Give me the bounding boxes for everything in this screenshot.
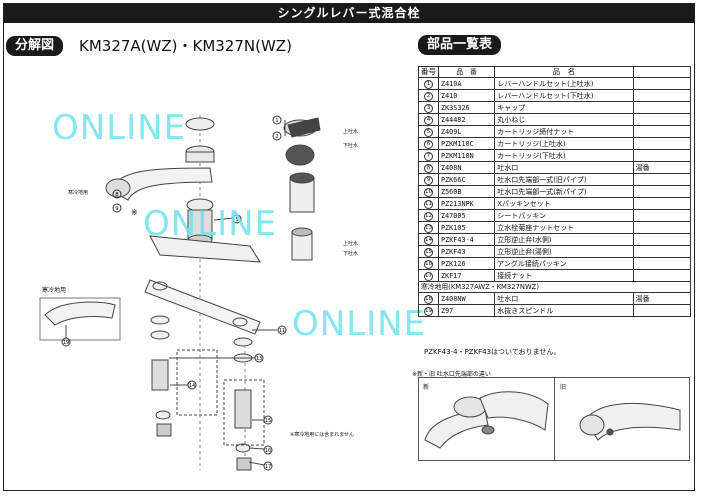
comparison-title: ※新・旧 吐水口先端部の違い (412, 371, 491, 378)
callout-number: 16 (424, 260, 433, 269)
cold-region-header-row: 寒冷地用(KM327AWZ・KM327NWZ) (418, 281, 691, 294)
callout-19: 19 (63, 340, 69, 346)
label-lower-spout: 下吐水 (343, 143, 359, 149)
cold-region-header: 寒冷地用(KM327AWZ・KM327NWZ) (418, 281, 691, 294)
parts-list-label: 部品一覧表 (418, 35, 502, 55)
label-cold-region: 寒冷地用 (68, 190, 89, 196)
comparison-old-label: 旧 (560, 384, 567, 391)
callout-16: 16 (265, 448, 271, 454)
callout-2: 2 (275, 134, 278, 140)
label-upper-spout-2: 上吐水 (343, 241, 359, 247)
row-number: 10 (418, 185, 439, 199)
callout-8: 8 (115, 192, 118, 198)
callout-14: 14 (189, 383, 195, 389)
page-frame (3, 3, 695, 491)
callout-number: 1 (424, 80, 433, 89)
col-note (632, 65, 692, 79)
row-number: 12 (418, 209, 439, 223)
callout-number: 5 (424, 128, 433, 137)
row-part-number: Z47005 (437, 209, 496, 223)
callout-number: 15 (424, 248, 433, 257)
callout-1: 1 (275, 118, 278, 124)
callout-number: 4 (424, 116, 433, 125)
callout-number: 7 (424, 152, 433, 161)
callout-number: 10 (424, 188, 433, 197)
page-title: シングルレバー式混合栓 (4, 4, 694, 23)
col-name: 品 名 (494, 65, 634, 79)
callout-9: 9 (115, 206, 118, 212)
col-part-no: 品 番 (437, 65, 496, 79)
callout-15: 15 (265, 418, 271, 424)
callout-number: 11 (424, 200, 433, 209)
row-part-name: 水抜きスピンドル (494, 304, 634, 318)
callout-number: 13 (424, 224, 433, 233)
callout-11: 11 (279, 328, 285, 334)
callout-number: 19 (424, 307, 433, 316)
callout-number: 3 (424, 104, 433, 113)
exploded-view-label: 分解図 (6, 36, 64, 56)
label-asterisk: ※ (131, 208, 138, 217)
callout-number: 14 (424, 236, 433, 245)
label-cold-exclusion-note: ※寒冷地用には含まれません (290, 432, 355, 438)
callout-13: 13 (256, 356, 262, 362)
label-cold-region-box: 寒冷地用 (42, 287, 67, 294)
row-part-number: Z97 (437, 304, 496, 318)
row-note (632, 304, 692, 318)
parts-table-header: 番号 品 番 品 名 (418, 65, 692, 79)
callout-5: 5 (235, 217, 238, 223)
callout-number: 18 (424, 295, 433, 304)
comparison-divider (554, 377, 555, 461)
model-number: KM327A(WZ)・KM327N(WZ) (79, 37, 292, 55)
callout-number: 9 (424, 176, 433, 185)
callout-number: 17 (424, 272, 433, 281)
label-upper-spout: 上吐水 (343, 129, 359, 135)
callout-number: 8 (424, 164, 433, 173)
comparison-new-label: 新 (423, 384, 430, 391)
parts-footnote: PZKF43-4・PZKF43はついておりません。 (424, 348, 561, 356)
label-lower-spout-2: 下吐水 (343, 251, 359, 257)
callout-17: 17 (265, 464, 271, 470)
callout-number: 2 (424, 92, 433, 101)
row-part-number: Z410A (437, 77, 496, 91)
callout-number: 6 (424, 140, 433, 149)
callout-number: 12 (424, 212, 433, 221)
row-number: 19 (418, 304, 439, 318)
